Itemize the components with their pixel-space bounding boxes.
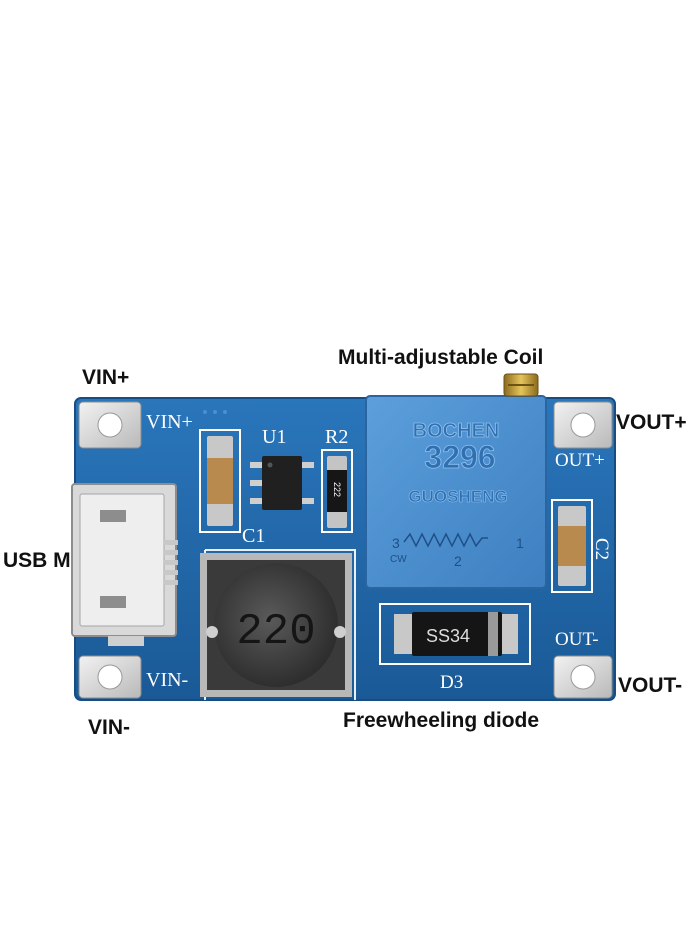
pad-vin-minus xyxy=(78,655,142,699)
callout-diode: Freewheeling diode xyxy=(343,709,540,732)
callout-coil: Multi-adjustable Coil xyxy=(338,346,544,369)
pot-pin1: 1 xyxy=(516,535,524,551)
ic-u1 xyxy=(250,456,314,510)
usb-micro-connector xyxy=(71,483,178,646)
potentiometer: BOCHEN 3296 GUOSHENG 3 CW 2 1 xyxy=(365,373,547,589)
callout-vout-plus: VOUT+ xyxy=(616,411,687,434)
inductor-marking: 220 xyxy=(236,607,315,657)
silk-c2: C2 xyxy=(591,538,612,560)
silk-r2: R2 xyxy=(325,426,348,448)
callout-vin-minus: VIN- xyxy=(88,716,130,739)
pot-brand: BOCHEN xyxy=(413,420,500,442)
callout-vout-minus: VOUT- xyxy=(618,674,683,697)
resistor-r2: 222 xyxy=(321,449,353,533)
silk-out-plus: OUT+ xyxy=(555,450,605,471)
inductor: 220 xyxy=(200,553,352,697)
pot-cw: CW xyxy=(390,554,407,565)
diode-d3: SS34 xyxy=(379,603,531,665)
pot-pin3: 3 xyxy=(392,535,400,551)
silk-out-minus: OUT- xyxy=(555,629,599,650)
pad-out-plus xyxy=(553,401,613,449)
pot-model: 3296 xyxy=(424,439,495,475)
diode-marking: SS34 xyxy=(426,626,470,646)
pot-maker: GUOSHENG xyxy=(408,487,507,506)
resistor-marking: 222 xyxy=(332,482,342,497)
silk-d3: D3 xyxy=(440,672,463,693)
pad-out-minus xyxy=(553,655,613,699)
resistor-symbol-icon xyxy=(403,532,488,548)
silk-c1: C1 xyxy=(242,525,265,547)
pad-vin-plus xyxy=(78,401,142,449)
pot-pin2: 2 xyxy=(454,553,462,569)
silk-u1: U1 xyxy=(262,426,286,448)
callout-vin-plus: VIN+ xyxy=(82,366,130,389)
silk-vin-plus: VIN+ xyxy=(146,411,193,433)
capacitor-c2 xyxy=(551,499,593,593)
capacitor-c1 xyxy=(199,429,241,533)
silk-vin-minus: VIN- xyxy=(146,669,188,691)
